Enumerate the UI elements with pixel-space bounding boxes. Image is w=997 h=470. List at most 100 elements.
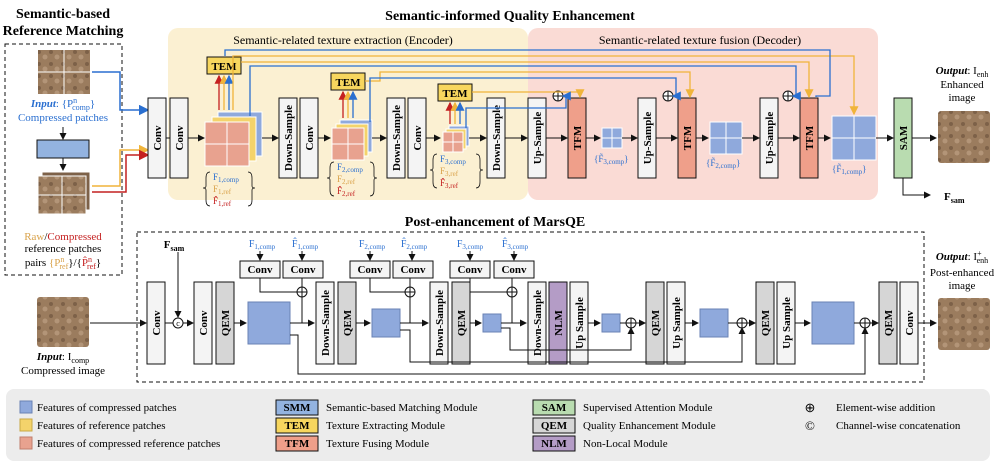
svg-text:F2,ref: F2,ref [337,174,356,186]
post-conv-pair-2b[interactable]: Conv [392,260,434,279]
tem-block-3[interactable]: TEM [437,83,473,102]
svg-text:Texture Extracting Module: Texture Extracting Module [326,420,445,432]
tem-block-2[interactable]: TEM [330,72,366,91]
feature-f3-tilde [601,127,623,149]
svg-text:Texture Fusing Module: Texture Fusing Module [326,438,429,450]
f3-labels: F3,comp [440,154,466,166]
svg-text:F1,ref: F1,ref [213,184,232,196]
top-down-1[interactable]: Down-Sample [278,97,298,179]
enhanced-image [938,111,990,163]
svg-text:Features of reference patches: Features of reference patches [37,420,166,432]
post-qem-2[interactable]: QEM [337,281,357,365]
top-conv-1[interactable]: Conv [147,97,167,179]
svg-text:TEM: TEM [211,61,237,73]
post-up-1[interactable]: Up Sample [569,281,589,365]
compressed-image-label: Compressed image [21,365,105,377]
top-down-2[interactable]: Down-Sample [386,97,406,179]
svg-text:Features of compressed patches: Features of compressed patches [37,402,177,414]
svg-text:Conv: Conv [357,264,383,276]
svg-text:F̂3,comp: F̂3,comp [502,237,529,251]
post-qem-6[interactable]: QEM [878,281,898,365]
svg-text:QEM: QEM [650,309,662,336]
feature-cube-2 [331,119,373,161]
post-enhanced-image-label: image [949,280,976,292]
post-down-1[interactable]: Down-Sample [315,281,335,365]
reference-patch-stack [37,171,91,215]
top-up-2[interactable]: Up-Sample [637,97,657,179]
srm-title-line1: Semantic-based [16,7,110,22]
post-conv-2[interactable]: Conv [193,281,213,365]
post-conv-pair-3b[interactable]: Conv [493,260,535,279]
legend-box [6,389,990,461]
top-up-1[interactable]: Up-Sample [527,97,547,179]
post-up-2[interactable]: Up Sample [666,281,686,365]
tfm-block-1[interactable]: TFM [567,97,587,179]
f1-tilde-label: {F̃1,comp} [832,164,866,176]
svg-text:TFM: TFM [804,125,816,150]
post-title: Post-enhancement of MarsQE [405,215,585,230]
svg-text:NLM: NLM [541,438,567,450]
tem-block-1[interactable]: TEM [206,56,242,75]
post-down-3[interactable]: Down-Sample [527,281,547,365]
legend-item-compressed: Features of compressed patches [19,400,177,414]
svg-text:©: © [805,418,815,433]
legend-tem: TEM Texture Extracting Module [275,417,445,434]
svg-text:TFM: TFM [285,438,310,450]
svg-text:NLM: NLM [553,310,565,336]
svg-text:Conv: Conv [457,264,483,276]
post-qem-1[interactable]: QEM [215,281,235,365]
top-conv-3[interactable]: Conv [299,97,319,179]
top-conv-2[interactable]: Conv [169,97,189,179]
svg-text:Up Sample: Up Sample [671,297,683,349]
post-conv-pair-1b[interactable]: Conv [282,260,324,279]
top-down-3[interactable]: Down-Sample [486,97,506,179]
tfm-block-3[interactable]: TFM [799,97,819,179]
post-nlm[interactable]: NLM [548,281,568,365]
svg-text:Up-Sample: Up-Sample [642,112,654,165]
post-feature-6 [811,301,855,345]
post-down-2[interactable]: Down-Sample [429,281,449,365]
post-conv-pair-3a[interactable]: Conv [449,260,491,279]
svg-text:Conv: Conv [304,125,316,151]
svg-text:Conv: Conv [152,125,164,151]
post-qem-4[interactable]: QEM [645,281,665,365]
post-feature-4 [601,313,621,333]
svg-text:QEM: QEM [883,309,895,336]
post-qem-5[interactable]: QEM [755,281,775,365]
svg-text:F̂1,ref: F̂1,ref [213,195,232,208]
svg-text:F̂1,comp: F̂1,comp [292,237,319,251]
svg-text:TEM: TEM [442,88,468,100]
post-up-3[interactable]: Up Sample [776,281,796,365]
feature-f2-tilde [709,121,743,155]
post-conv-last[interactable]: Conv [899,281,919,365]
fsam-input-label: Fsam [164,239,185,253]
compressed-patches-label: Compressed patches [18,112,108,124]
smm-block[interactable] [36,139,90,159]
svg-text:Features of compressed referen: Features of compressed reference patches [37,438,220,450]
legend-item-compressed-reference: Features of compressed reference patches [19,436,220,450]
svg-text:Up Sample: Up Sample [781,297,793,349]
svg-text:QEM: QEM [541,420,568,432]
f1-labels: F1,comp [213,172,239,184]
top-up-3[interactable]: Up-Sample [759,97,779,179]
f3-tilde-label: {F̃3,comp} [594,154,628,166]
sam-block[interactable]: SAM [893,97,913,179]
svg-text:Conv: Conv [198,310,210,336]
svg-text:⊕: ⊕ [805,400,816,415]
f2-labels: F2,comp [337,162,363,174]
post-conv-1[interactable]: Conv [146,281,166,365]
legend-qem: QEM Quality Enhancement Module [532,417,716,434]
reference-patches-label: reference patches [25,243,102,255]
compressed-image [37,297,89,347]
f2-tilde-label: {F̃2,comp} [706,158,740,170]
svg-text:TEM: TEM [335,77,361,89]
top-conv-4[interactable]: Conv [407,97,427,179]
post-conv-pair-1a[interactable]: Conv [239,260,281,279]
svg-text:Up Sample: Up Sample [574,297,586,349]
post-conv-pair-2a[interactable]: Conv [349,260,391,279]
post-qem-3[interactable]: QEM [451,281,471,365]
feature-cube-1 [204,111,263,167]
tfm-block-2[interactable]: TFM [677,97,697,179]
svg-text:Down-Sample: Down-Sample [283,105,295,171]
